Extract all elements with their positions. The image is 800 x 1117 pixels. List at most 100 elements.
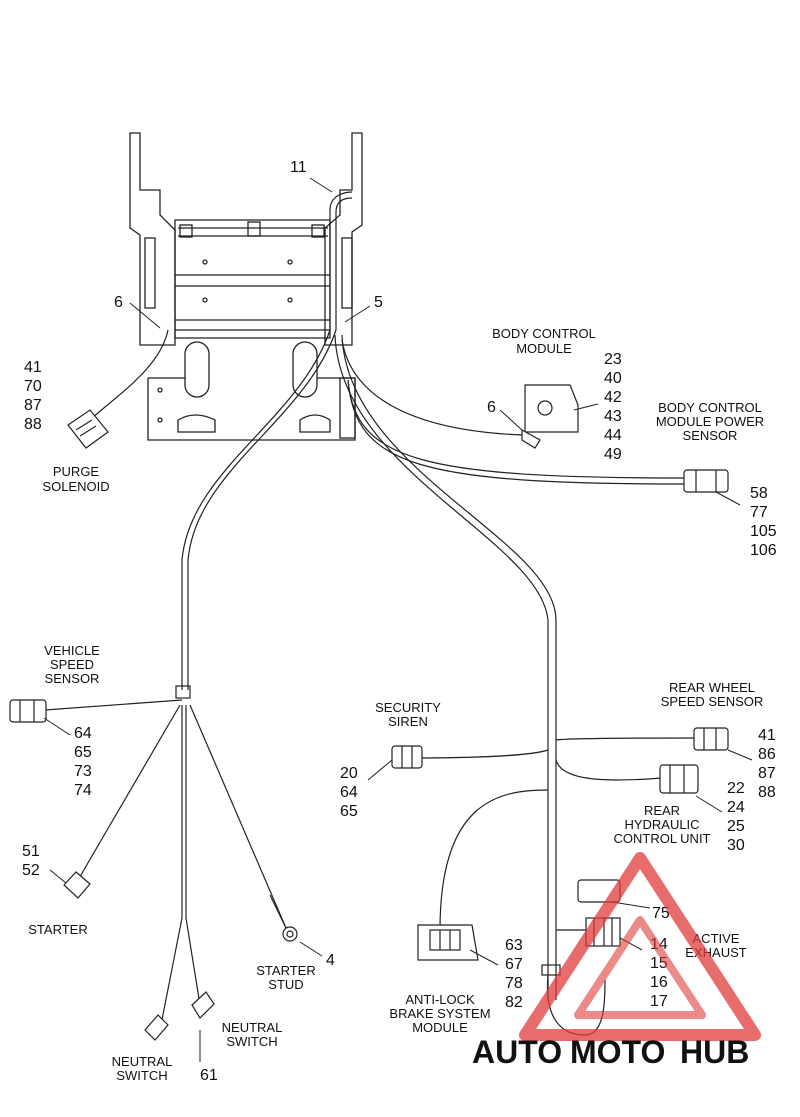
diagram-text: SPEED (50, 657, 94, 672)
callout-11: 11 (290, 159, 307, 176)
starter-stud-ring (269, 894, 298, 942)
diagram-text: MODULE POWER (656, 414, 764, 429)
rear-hcu-connector (659, 764, 699, 794)
diagram-text: 63 (505, 937, 523, 954)
diagram-text: 73 (74, 763, 92, 780)
diagram-text: VEHICLE (44, 643, 100, 658)
purge-solenoid-refs: 41 70 87 88 (24, 359, 42, 433)
diagram-text: ACTIVE (693, 931, 740, 946)
diagram-text: 4 (326, 952, 335, 969)
diagram-text: 44 (604, 427, 622, 444)
diagram-text: HYDRAULIC (624, 817, 699, 832)
diagram-text: 87 (24, 397, 42, 414)
callout-clip-bcm: 6 (487, 399, 496, 416)
diagram-text: 49 (604, 446, 622, 463)
starter-refs: 51 52 (22, 843, 40, 879)
diagram-text: BODY CONTROL (492, 326, 596, 341)
leader-lines (43, 177, 753, 1062)
neutral-switch-right-terminal (191, 991, 215, 1019)
diagram-text: 78 (505, 975, 523, 992)
diagram-text: 25 (727, 818, 745, 835)
diagram-text: 74 (74, 782, 92, 799)
diagram-text: SIREN (388, 714, 428, 729)
diagram-text: 65 (74, 744, 92, 761)
watermark-logo: AUTO MOTO HUB (472, 852, 761, 1070)
rear-wheel-speed-sensor-connector (693, 727, 729, 751)
diagram-text: BRAKE SYSTEM (389, 1006, 490, 1021)
diagram-text: PURGE (53, 464, 100, 479)
diagram-text: 23 (604, 351, 622, 368)
callout-frame: 11 (290, 159, 307, 176)
neutral-switch-right-label: NEUTRAL SWITCH (222, 1020, 283, 1049)
diagram-text: 87 (758, 765, 776, 782)
diagram-text: ANTI-LOCK (405, 992, 475, 1007)
callout-6-left: 6 (114, 294, 123, 311)
diagram-text: MODULE (516, 341, 572, 356)
diagram-text: REAR WHEEL (669, 680, 755, 695)
diagram-text: 88 (24, 416, 42, 433)
diagram-text: STARTER (28, 922, 87, 937)
callout-clip-left: 6 (114, 294, 123, 311)
diagram-text: 24 (727, 799, 745, 816)
frame-bracket (129, 132, 363, 441)
diagram-text: STUD (268, 977, 303, 992)
callout-clip-right: 5 (374, 294, 383, 311)
watermark-text-moto: MOTO (570, 1034, 665, 1070)
purge-solenoid-label: PURGE SOLENOID (42, 464, 109, 494)
watermark-text-auto: AUTO (472, 1034, 562, 1070)
diagram-text: BODY CONTROL (658, 400, 762, 415)
bcm-module (521, 384, 579, 449)
security-siren-connector (391, 745, 423, 769)
diagram-text: 77 (750, 504, 768, 521)
starter-stud-ref: 4 (326, 952, 335, 969)
diagram-text: 40 (604, 370, 622, 387)
bcm-power-sensor-refs: 58 77 105 106 (750, 485, 777, 559)
diagram-text: 51 (22, 843, 40, 860)
diagram-text: 105 (750, 523, 777, 540)
diagram-text: 52 (22, 862, 40, 879)
callout-5: 5 (374, 294, 383, 311)
vss-refs: 64 65 73 74 (74, 725, 92, 799)
diagram-text: NEUTRAL (112, 1054, 173, 1069)
diagram-text: SWITCH (116, 1068, 167, 1083)
diagram-text: 88 (758, 784, 776, 801)
rwss-label: REAR WHEEL SPEED SENSOR (661, 680, 764, 709)
diagram-text: 61 (200, 1067, 218, 1084)
diagram-text: 41 (24, 359, 42, 376)
diagram-text: 86 (758, 746, 776, 763)
diagram-text: REAR (644, 803, 680, 818)
diagram-text: 75 (652, 905, 670, 922)
neutral-switch-left-label: NEUTRAL SWITCH (112, 1054, 173, 1083)
diagram-text: 67 (505, 956, 523, 973)
diagram-text: SECURITY (375, 700, 441, 715)
bcm-refs: 23 40 42 43 44 49 (604, 351, 622, 463)
diagram-text: MODULE (412, 1020, 468, 1035)
diagram-text: SENSOR (45, 671, 100, 686)
diagram-text: STARTER (256, 963, 315, 978)
diagram-text: 42 (604, 389, 622, 406)
starter-connector (63, 871, 91, 899)
diagram-text: 20 (340, 765, 358, 782)
vehicle-speed-sensor-connector (9, 699, 47, 723)
bcm-power-sensor-connector (683, 469, 729, 493)
diagram-text: SOLENOID (42, 479, 109, 494)
diagram-text: CONTROL UNIT (613, 831, 710, 846)
diagram-text: 70 (24, 378, 42, 395)
neutral-switch-left-terminal (144, 1014, 169, 1041)
diagram-text: 16 (650, 974, 668, 991)
diagram-text: 64 (74, 725, 92, 742)
diagram-text: 65 (340, 803, 358, 820)
callout-6-bcm: 6 (487, 399, 496, 416)
wire-harness (44, 191, 697, 1036)
watermark-text-hub: HUB (680, 1034, 749, 1070)
abs-refs: 63 67 78 82 (505, 937, 523, 1011)
security-siren-label: SECURITY SIREN (375, 700, 441, 729)
diagram-text: 17 (650, 993, 668, 1010)
diagram-text: 82 (505, 994, 523, 1011)
diagram-text: 30 (727, 837, 745, 854)
vss-label: VEHICLE SPEED SENSOR (44, 643, 100, 686)
diagram-text: 22 (727, 780, 745, 797)
diagram-text: 41 (758, 727, 776, 744)
diagram-text: SWITCH (226, 1034, 277, 1049)
